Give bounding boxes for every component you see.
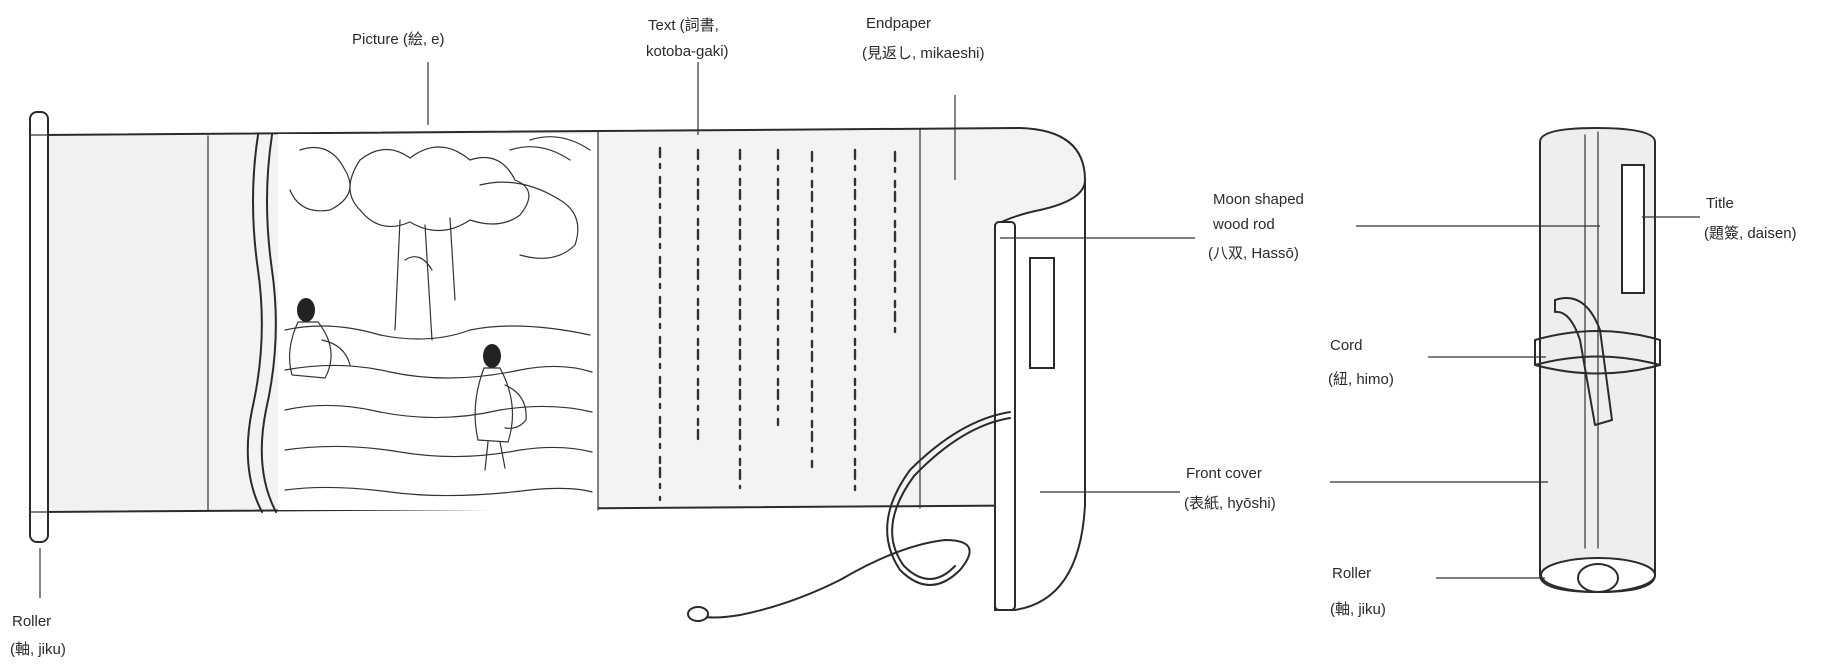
open-scroll bbox=[29, 111, 1086, 622]
labels: Picture (絵, e) Text (詞書, kotoba-gaki) En… bbox=[10, 15, 1797, 658]
label-endpaper-line1: Endpaper bbox=[866, 15, 931, 32]
label-endpaper-line2: (見返し, mikaeshi) bbox=[862, 45, 985, 62]
label-front-line2: (表紙, hyōshi) bbox=[1184, 495, 1276, 512]
label-roller-left-line1: Roller bbox=[12, 613, 51, 630]
leader-lines bbox=[39, 62, 1700, 598]
text-panel bbox=[658, 146, 897, 502]
label-front-line1: Front cover bbox=[1186, 465, 1262, 482]
label-text-line2: kotoba-gaki) bbox=[646, 43, 729, 60]
label-roller-right-line2: (軸, jiku) bbox=[1330, 601, 1386, 618]
label-title-line2: (題簽, daisen) bbox=[1704, 224, 1797, 242]
label-moon-line1: Moon shaped bbox=[1213, 191, 1304, 208]
rolled-scroll bbox=[1534, 126, 1661, 594]
label-moon-line2: wood rod bbox=[1212, 216, 1275, 233]
label-text-line1: Text (詞書, bbox=[648, 17, 719, 34]
label-roller-right-line1: Roller bbox=[1332, 565, 1371, 582]
figure-right bbox=[474, 344, 527, 471]
label-cord-line1: Cord bbox=[1330, 337, 1363, 354]
label-title-line1: Title bbox=[1706, 195, 1734, 212]
label-moon-line3: (八双, Hassō) bbox=[1208, 245, 1299, 262]
front-cover-roll bbox=[687, 179, 1086, 622]
label-picture: Picture (絵, e) bbox=[352, 31, 445, 48]
figure-left bbox=[288, 298, 351, 379]
label-roller-left-line2: (軸, jiku) bbox=[10, 641, 66, 658]
picture-panel bbox=[278, 131, 599, 511]
label-cord-line2: (紐, himo) bbox=[1328, 371, 1394, 388]
roller-left bbox=[29, 111, 49, 543]
